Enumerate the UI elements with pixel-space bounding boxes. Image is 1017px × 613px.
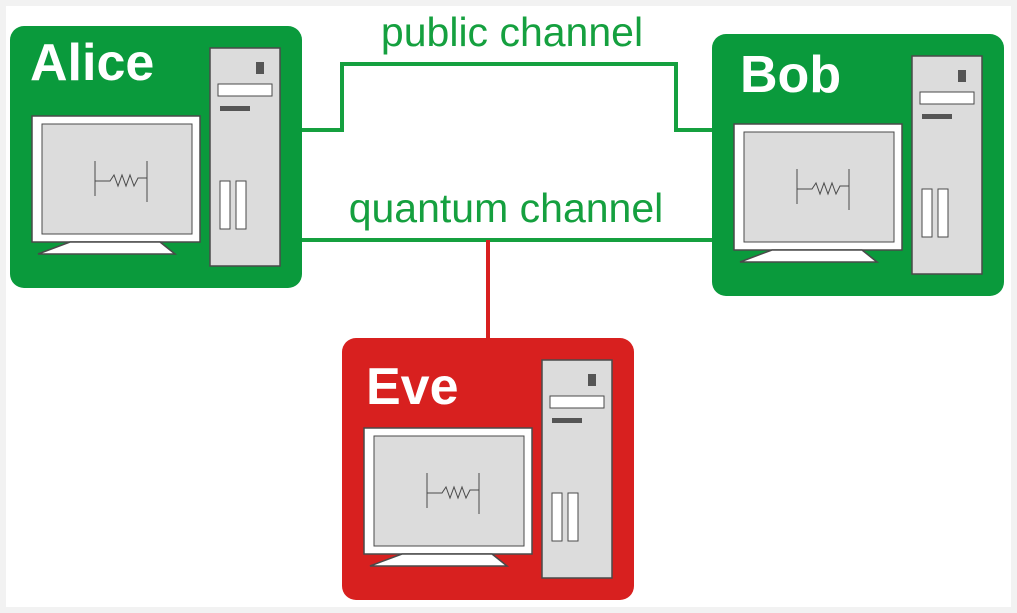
bob-label: Bob [740, 46, 841, 104]
public-channel-label: public channel [381, 9, 643, 55]
node-bob: Bob [712, 34, 1004, 296]
public-channel-line [298, 62, 718, 132]
eve-label: Eve [366, 358, 459, 416]
node-eve: Eve [342, 338, 634, 600]
node-alice: Alice [10, 26, 302, 288]
quantum-channel: quantum channel [298, 185, 718, 242]
alice-label: Alice [30, 34, 154, 92]
quantum-channel-label: quantum channel [349, 185, 664, 231]
public-channel: public channel [298, 9, 718, 132]
